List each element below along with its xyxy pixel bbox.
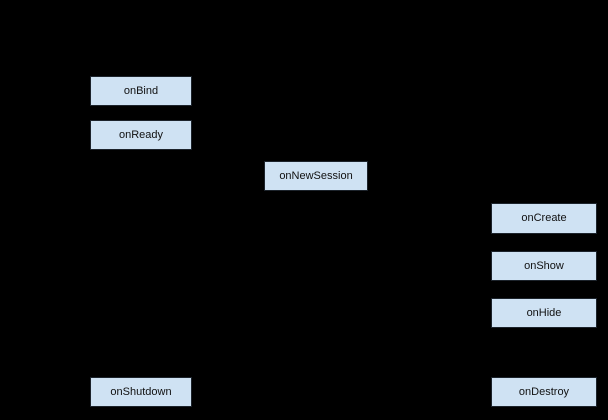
node-ondestroy: onDestroy xyxy=(491,377,597,407)
node-label: onShow xyxy=(524,259,564,272)
node-label: onShutdown xyxy=(110,385,172,398)
node-onshow: onShow xyxy=(491,251,597,281)
node-label: onDestroy xyxy=(518,385,570,398)
node-onhide: onHide xyxy=(491,298,597,328)
node-label: onReady xyxy=(118,128,164,141)
node-label: onBind xyxy=(123,84,159,97)
node-label: onNewSession xyxy=(279,169,353,182)
node-onbind: onBind xyxy=(90,76,192,106)
node-label: onCreate xyxy=(521,212,567,224)
node-label: onHide xyxy=(526,306,562,319)
node-oncreate: onCreate xyxy=(491,203,597,234)
node-onshutdown: onShutdown xyxy=(90,377,192,407)
node-onready: onReady xyxy=(90,120,192,150)
node-onnewsession: onNewSession xyxy=(264,161,368,191)
